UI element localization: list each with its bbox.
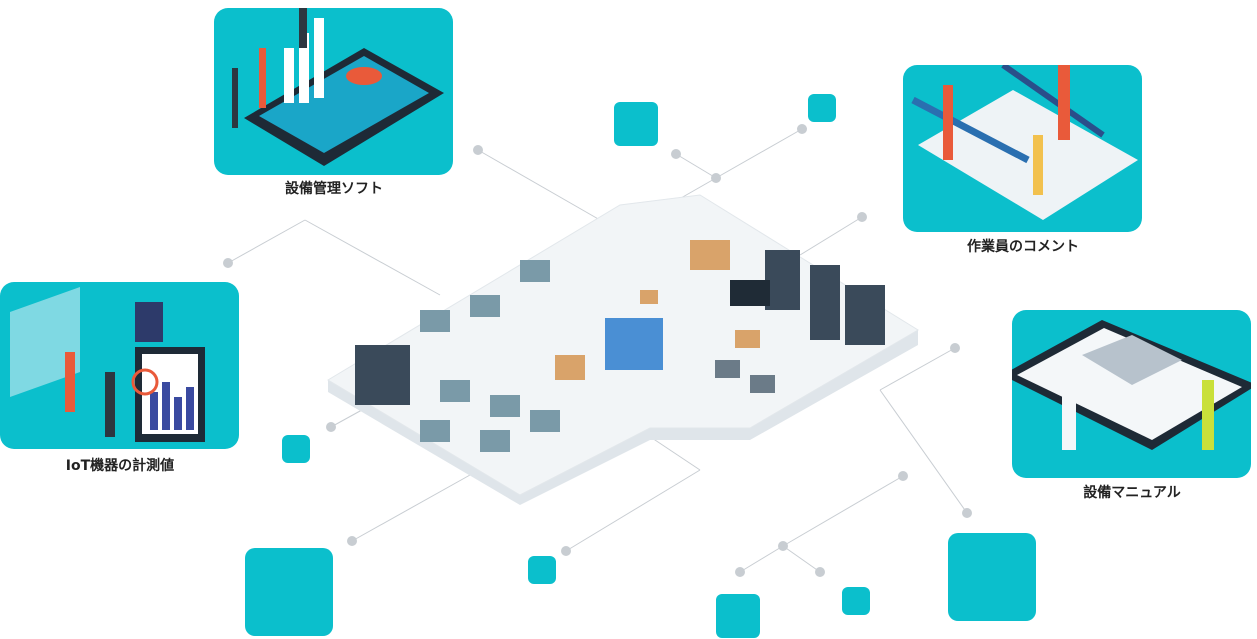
node-dots <box>223 124 972 577</box>
iot-dashboard-illustration <box>10 287 205 442</box>
decor-square <box>528 556 556 584</box>
clipboard-manual-illustration <box>1012 320 1251 450</box>
card-worker-comments <box>903 65 1142 232</box>
card-label: 設備管理ソフト <box>285 181 383 197</box>
decor-square <box>948 533 1036 621</box>
tablet-analytics-illustration <box>232 8 444 166</box>
blueprint-workers-illustration <box>911 65 1138 220</box>
decor-square <box>245 548 333 636</box>
decor-square <box>808 94 836 122</box>
card-iot-measurements <box>0 282 239 449</box>
card-equipment-software <box>214 8 453 175</box>
card-label: 設備マニュアル <box>1083 485 1181 501</box>
factory-platform <box>327 194 919 505</box>
decor-square <box>282 435 310 463</box>
decor-square <box>842 587 870 615</box>
decor-square <box>614 102 658 146</box>
card-label: IoT機器の計測値 <box>65 458 175 474</box>
decor-square <box>716 594 760 638</box>
card-label: 作業員のコメント <box>967 239 1079 255</box>
card-equipment-manual <box>1012 310 1251 478</box>
